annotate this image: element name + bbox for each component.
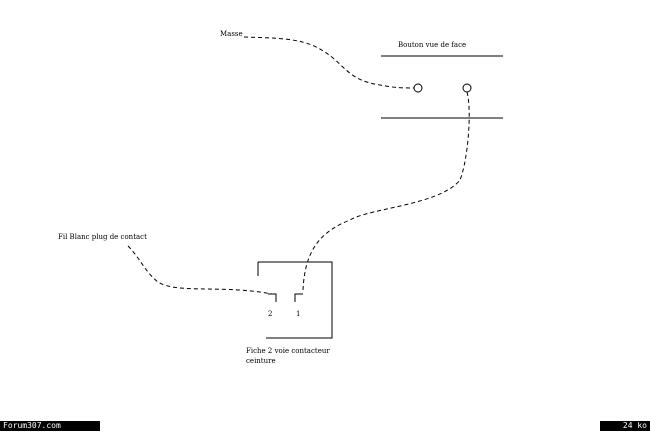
pin1-wire	[302, 91, 470, 291]
fiche-label-line1: Fiche 2 voie contacteur	[246, 347, 330, 355]
fil-blanc-label: Fil Blanc plug de contact	[58, 233, 147, 241]
pin2-bracket	[268, 293, 277, 302]
masse-label: Masse	[220, 30, 243, 38]
button-terminal-right	[462, 83, 472, 93]
pin1-label: 1	[296, 310, 301, 318]
footer-size: 24 ko	[600, 421, 650, 431]
fil-blanc-wire	[127, 245, 273, 295]
pin1-bracket	[294, 293, 303, 302]
masse-wire	[243, 36, 415, 89]
bouton-label: Bouton vue de face	[398, 41, 467, 49]
fiche-label-line2: ceinture	[246, 357, 276, 365]
button-terminal-left	[413, 83, 423, 93]
footer-site: Forum307.com	[0, 421, 100, 431]
connector-housing	[258, 261, 333, 339]
pin2-label: 2	[268, 310, 273, 318]
